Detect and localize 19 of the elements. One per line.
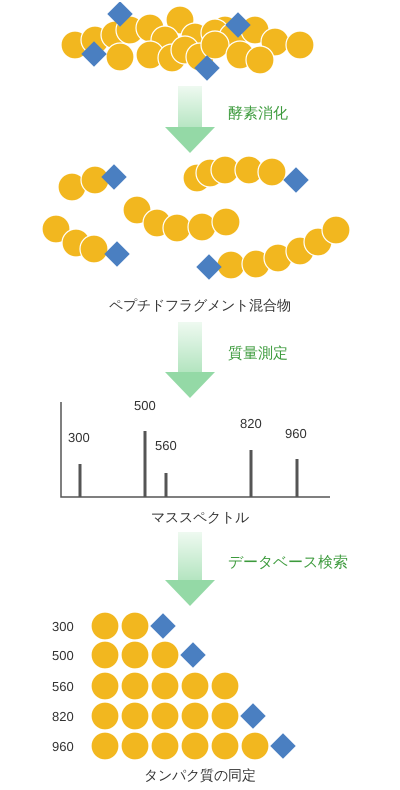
mass-label: 560 bbox=[52, 679, 74, 694]
node-label: ペプチドフラグメント混合物 bbox=[109, 298, 291, 314]
peak-label: 300 bbox=[68, 430, 90, 445]
block-arrow bbox=[165, 532, 215, 606]
block-arrow bbox=[165, 322, 215, 398]
peak-label: 820 bbox=[240, 416, 262, 431]
node-label: タンパク質の同定 bbox=[144, 768, 256, 784]
peak-label: 560 bbox=[155, 438, 177, 453]
mass-label: 820 bbox=[52, 709, 74, 724]
peak-label: 960 bbox=[285, 426, 307, 441]
mass-label: 960 bbox=[52, 739, 74, 754]
edge-label: データベース検索 bbox=[228, 553, 348, 572]
mass-label: 500 bbox=[52, 648, 74, 663]
peak-label: 500 bbox=[134, 398, 156, 413]
edge-label: 酵素消化 bbox=[228, 104, 288, 122]
node-label: マススペクトル bbox=[151, 510, 249, 526]
edge-label: 質量測定 bbox=[228, 344, 288, 363]
mass-label: 300 bbox=[52, 619, 74, 634]
block-arrow bbox=[165, 86, 215, 153]
